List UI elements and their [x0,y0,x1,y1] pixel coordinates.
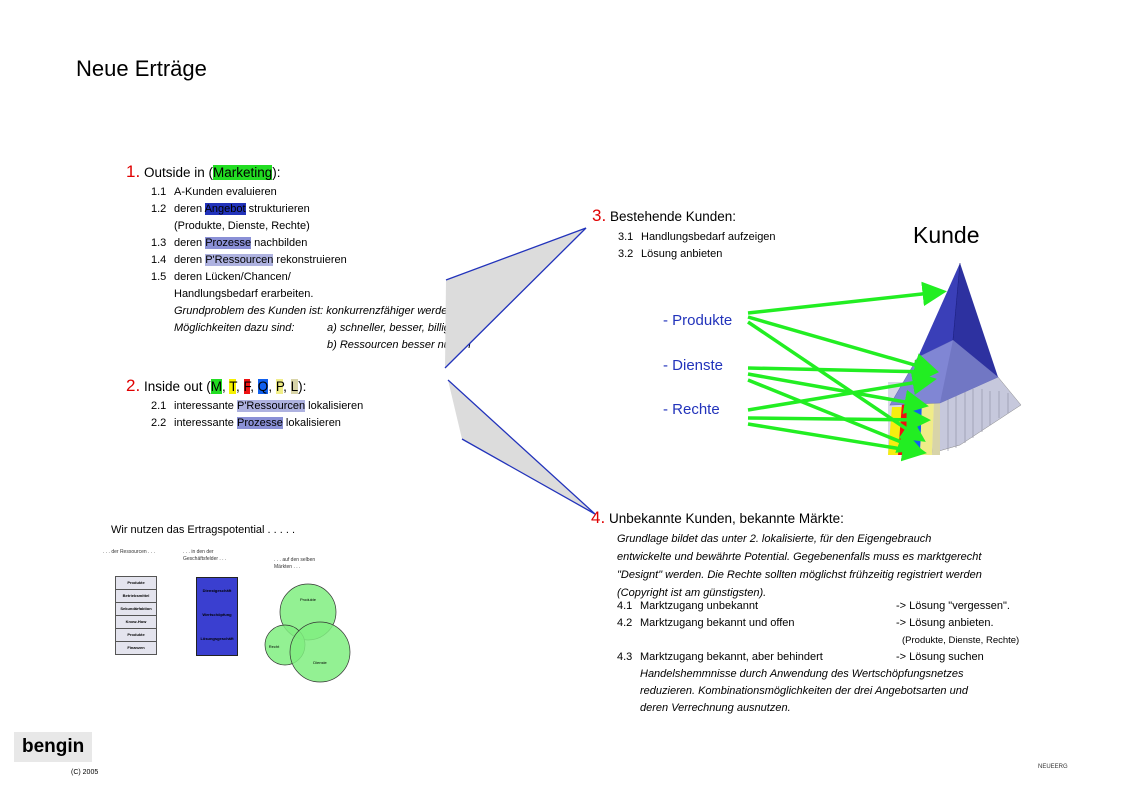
resources-stack: Produkte Betriebsmittel Sekundärfaktion … [115,576,157,655]
page-title: Neue Erträge [76,56,207,81]
bengin-logo: bengin [14,732,93,762]
list-item: (Produkte, Dienste, Rechte) [174,220,310,232]
option-b: b) Ressourcen besser nutzen [327,339,471,351]
section-2-number: 2. [126,376,141,395]
section-3-heading: 3. Bestehende Kunden: [592,206,737,225]
business-fields-box: Dienstgeschäft Wertschöpfung Lösungsgesc… [196,577,238,656]
section-1-text-b: ): [272,165,281,180]
connector-funnels [444,227,596,515]
offer-arrows [747,281,947,462]
problem-text: Grundproblem des Kunden ist: konkurrenzf… [174,305,454,317]
venn-label-produkte: Produkte [300,597,317,602]
document-code: NEUEERG [1038,764,1068,770]
options-row: Möglichkeiten dazu sind:a) schneller, be… [174,322,460,334]
venn-label-recht: Recht [269,644,280,649]
list-item: Handlungsbedarf erarbeiten. [174,288,314,300]
section-1-heading: 1. Outside in (Marketing): [126,162,281,182]
venn-label-dienste: Dienste [313,660,327,665]
market-venn: Produkte Recht Dienste [264,583,351,683]
potential-heading: Wir nutzen das Ertragspotential . . . . … [111,524,296,536]
section-1-number: 1. [126,162,141,181]
section-4-intro: Grundlage bildet das unter 2. lokalisier… [617,533,982,599]
copyright: (C) 2005 [71,769,99,776]
offer-label-produkte: - Produkte [663,312,733,329]
pyramid-label: Kunde [913,222,980,248]
marketing-highlight: Marketing [212,165,273,180]
section-3-number: 3. [592,206,607,225]
section-2-heading: 2. Inside out (M, T, F, Q, P, L): [126,376,307,395]
section-1-text-a: Outside in ( [143,165,213,180]
offer-label-dienste: - Dienste [663,357,724,374]
pyramid-top [918,263,960,357]
section-4-number: 4. [591,508,606,527]
note-42: (Produkte, Dienste, Rechte) [902,635,1020,646]
col1-caption: . . . der Ressourcen . . . [103,549,155,555]
offer-label-rechte: - Rechte [663,401,720,418]
section-4-heading: 4. Unbekannte Kunden, bekannte Märkte: [591,508,844,527]
